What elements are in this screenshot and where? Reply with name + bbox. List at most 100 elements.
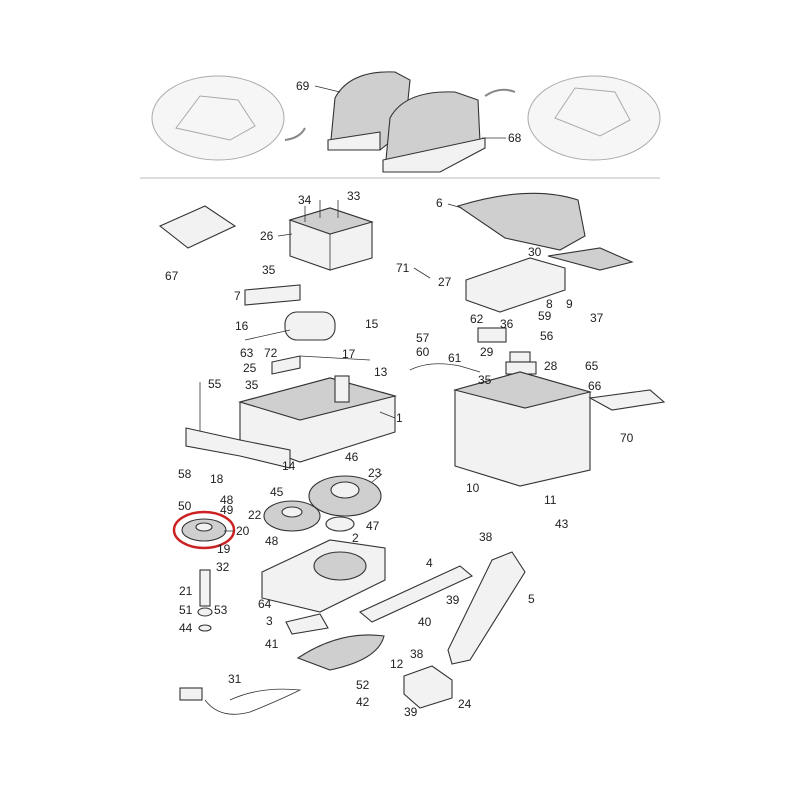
label-24: 24 [458, 697, 472, 711]
label-51: 51 [179, 603, 193, 617]
label-2: 2 [352, 531, 359, 545]
label-1: 1 [396, 411, 403, 425]
label-57: 57 [416, 331, 430, 345]
battery-box-10 [452, 371, 593, 487]
label-44: 44 [179, 621, 193, 635]
bracket-18 [185, 382, 291, 469]
label-56: 56 [540, 329, 554, 343]
label-4: 4 [426, 556, 433, 570]
base-plate-2 [261, 539, 386, 613]
label-53: 53 [214, 603, 228, 617]
label-9: 9 [566, 297, 573, 311]
label-67: 67 [165, 269, 179, 283]
label-22: 22 [248, 508, 262, 522]
label-37: 37 [590, 311, 604, 325]
label-41: 41 [265, 637, 279, 651]
label-18: 18 [210, 472, 224, 486]
label-60: 60 [416, 345, 430, 359]
label-31: 31 [228, 672, 242, 686]
part-labels: 69 68 6 34 33 26 67 30 27 35 71 7 9 8 62… [165, 79, 634, 719]
cap-6 [456, 192, 586, 251]
bracket-24 [403, 665, 453, 709]
label-66: 66 [588, 379, 602, 393]
label-29: 29 [480, 345, 494, 359]
label-43: 43 [555, 517, 569, 531]
label-25: 25 [243, 361, 257, 375]
label-3: 3 [266, 614, 273, 628]
label-30: 30 [528, 245, 542, 259]
gearbox-housing-1 [237, 375, 398, 463]
label-47: 47 [366, 519, 380, 533]
label-64: 64 [258, 597, 272, 611]
label-28: 28 [544, 359, 558, 373]
label-13: 13 [374, 365, 388, 379]
label-33: 33 [347, 189, 361, 203]
label-12: 12 [390, 657, 404, 671]
label-23: 23 [368, 466, 382, 480]
label-70: 70 [620, 431, 634, 445]
transformer-26 [288, 200, 374, 271]
shaft-assembly [197, 569, 213, 632]
label-11: 11 [544, 493, 557, 507]
capacitor-cable-61 [409, 363, 481, 373]
label-52: 52 [356, 678, 370, 692]
label-62: 62 [470, 312, 484, 326]
label-45: 45 [270, 485, 284, 499]
label-10: 10 [466, 481, 480, 495]
label-7: 7 [234, 289, 241, 303]
label-35b: 35 [245, 378, 259, 392]
label-72: 72 [264, 346, 278, 360]
label-36: 36 [500, 317, 514, 331]
base-shape-left [175, 95, 256, 141]
label-26: 26 [260, 229, 274, 243]
label-58: 58 [178, 467, 192, 481]
label-63: 63 [240, 346, 254, 360]
gear-20-highlighted [172, 510, 236, 550]
label-6: 6 [436, 196, 443, 210]
cover-69-base [327, 131, 381, 151]
label-68: 68 [508, 131, 522, 145]
arms [358, 551, 526, 665]
arrow-left-icon [284, 127, 306, 141]
label-65: 65 [585, 359, 599, 373]
label-20: 20 [236, 524, 250, 538]
power-cable-31 [179, 687, 302, 715]
label-40: 40 [418, 615, 432, 629]
label-35c: 35 [478, 373, 492, 387]
gears [263, 475, 382, 532]
control-board-27 [465, 247, 634, 313]
label-69: 69 [296, 79, 310, 93]
label-39a: 39 [446, 593, 460, 607]
label-49: 49 [220, 503, 234, 517]
gear-plate-12 [285, 613, 385, 671]
label-46: 46 [345, 450, 359, 464]
label-8: 8 [546, 297, 553, 311]
top-cover-section [140, 71, 661, 179]
label-32: 32 [216, 560, 230, 574]
highlight-circle [172, 510, 236, 550]
label-17: 17 [342, 347, 356, 361]
label-14: 14 [282, 459, 296, 473]
label-38b: 38 [410, 647, 424, 661]
label-39b: 39 [404, 705, 418, 719]
label-55: 55 [208, 377, 222, 391]
label-48a: 48 [220, 493, 234, 507]
label-61: 61 [448, 351, 462, 365]
label-35a: 35 [262, 263, 276, 277]
label-42: 42 [356, 695, 370, 709]
label-48b: 48 [265, 534, 279, 548]
label-50: 50 [178, 499, 192, 513]
label-27: 27 [438, 275, 452, 289]
lid-70 [588, 389, 666, 411]
leader-lines [224, 85, 506, 532]
arrow-right-icon [484, 88, 516, 97]
label-71: 71 [396, 261, 410, 275]
label-34: 34 [298, 193, 312, 207]
label-5: 5 [528, 592, 535, 606]
motor-assembly [244, 284, 371, 375]
label-38a: 38 [479, 530, 493, 544]
terminals [477, 327, 537, 375]
label-15: 15 [365, 317, 379, 331]
label-19: 19 [217, 542, 231, 556]
